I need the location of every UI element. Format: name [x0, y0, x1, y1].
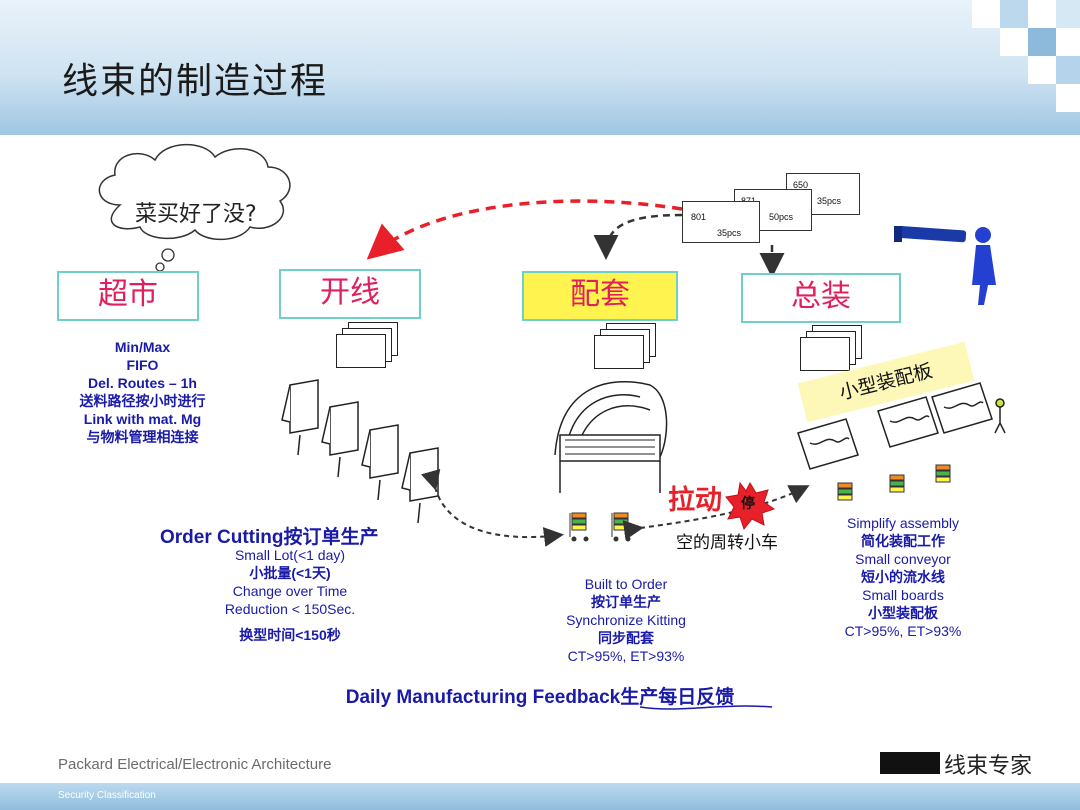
stop-label: 停	[741, 496, 755, 512]
assembly-notes: Simplify assembly 简化装配工作 Small conveyor …	[844, 515, 962, 639]
stop-starburst-icon	[725, 481, 776, 531]
thought-bubble-cloud	[98, 143, 291, 272]
station-supermarket: 超市	[57, 271, 199, 321]
black-dashed-arrow-kitting	[593, 213, 683, 260]
footer-bar	[0, 783, 1080, 810]
kitting-carts-icon	[569, 512, 631, 542]
station-kitting: 配套	[522, 271, 678, 321]
dashed-arrow-cutting-kitting	[421, 468, 564, 547]
cutting-machines-illustration	[281, 379, 439, 524]
assembly-carts-icon	[837, 464, 951, 501]
dashed-arrow-kitting-assembly	[622, 485, 810, 541]
process-diagram	[98, 143, 1006, 710]
station-cutting: 开线	[279, 269, 421, 319]
assembly-boards-illustration	[797, 382, 993, 470]
pull-label: 拉动	[668, 485, 722, 516]
kitting-rack-illustration	[554, 381, 668, 493]
footer-logo	[880, 752, 940, 774]
cutting-notes: Small Lot(<1 day) 小批量(<1天) Change over T…	[224, 547, 356, 643]
station-assembly: 总装	[741, 273, 901, 323]
daily-feedback: Daily Manufacturing Feedback生产每日反馈	[345, 687, 735, 708]
kitting-notes: Built to Order 按订单生产 Synchronize Kitting…	[566, 576, 686, 664]
footer-org: Packard Electrical/Electronic Architectu…	[58, 756, 332, 773]
feedback-underline	[639, 705, 773, 710]
slide-title: 线束的制造过程	[62, 61, 329, 102]
red-dashed-arrow	[366, 199, 683, 260]
telescope-observer-icon	[894, 225, 996, 305]
footer-classification: Security Classification	[58, 790, 156, 801]
header-band	[0, 0, 1080, 135]
cutting-headline: Order Cutting按订单生产	[160, 527, 379, 548]
worker-figure-icon	[994, 398, 1006, 434]
empty-cart-label: 空的周转小车	[676, 533, 778, 553]
order-card-801: 801 35pcs	[682, 201, 760, 243]
supermarket-notes: Min/Max FIFO Del. Routes – 1h 送料路径按小时进行 …	[79, 339, 206, 445]
footer-watermark: 线束专家	[944, 754, 1033, 779]
thought-bubble-text: 菜买好了没?	[135, 202, 257, 227]
